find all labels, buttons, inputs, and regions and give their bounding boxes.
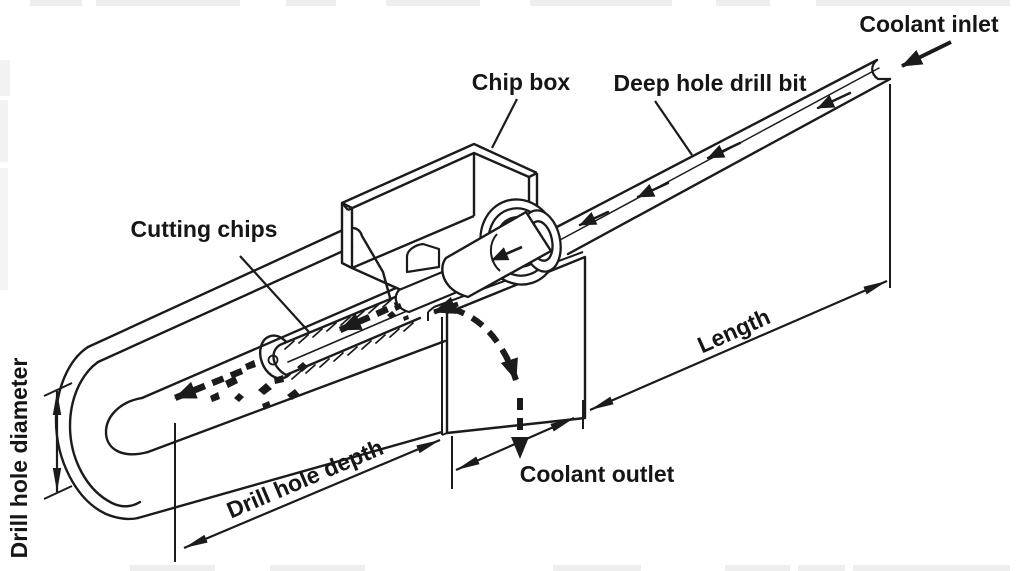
leader-cutting-chips xyxy=(239,255,310,333)
label-length: Length xyxy=(693,303,774,358)
workpiece-top-strip xyxy=(96,245,354,364)
chip-box-wall-end xyxy=(340,201,354,270)
dim-length xyxy=(589,279,888,412)
outlet-arrow-left xyxy=(433,296,459,315)
workpiece xyxy=(54,226,447,521)
chip-box-right-wall xyxy=(527,173,539,230)
cutting-chips-group xyxy=(173,298,408,410)
deep-hole-drill-bit xyxy=(551,58,892,256)
label-coolant-outlet: Coolant outlet xyxy=(520,461,675,487)
chip-box-rim-outer xyxy=(341,142,538,205)
chips-flow-arrow-inner xyxy=(338,298,408,333)
label-chip-box: Chip box xyxy=(472,69,571,95)
bushing-joint xyxy=(490,233,501,272)
coolant-flow-arrows xyxy=(578,91,852,227)
drill-bushing xyxy=(441,210,553,299)
label-drill-bit: Deep hole drill bit xyxy=(614,70,807,96)
label-drill-hole-depth: Drill hole depth xyxy=(223,434,387,523)
chip-fragments xyxy=(210,360,308,410)
coolant-inlet-arrow xyxy=(901,40,952,68)
label-coolant-inlet: Coolant inlet xyxy=(859,11,999,37)
workpiece-bore-entrance xyxy=(104,396,150,456)
exit-chips xyxy=(387,303,409,321)
leader-lines xyxy=(239,98,693,333)
chip-hatch-bottom xyxy=(291,322,414,380)
bushing-flow-arrow xyxy=(491,245,523,262)
workpiece-end-outer xyxy=(54,345,140,521)
label-cutting-chips: Cutting chips xyxy=(131,216,278,242)
chip-box-rim-caps xyxy=(341,171,538,211)
channel-upper-rim xyxy=(140,286,398,400)
dim-outlet xyxy=(455,416,575,472)
chips-flow-arrow-outer xyxy=(173,367,244,402)
drill-tube-edges xyxy=(551,58,892,256)
drill-tip-hole xyxy=(267,354,279,366)
chip-box-interior xyxy=(351,153,476,270)
guide-block xyxy=(405,242,441,274)
workpiece-end-annulus xyxy=(68,360,142,508)
dimensions xyxy=(43,84,891,562)
fixture-block-left-edge xyxy=(441,317,448,436)
outlet-arrow-curve xyxy=(451,306,519,381)
leader-chip-box xyxy=(491,98,518,149)
label-drill-hole-diameter: Drill hole diameter xyxy=(6,358,32,559)
leader-drill-bit xyxy=(654,100,693,156)
ext-ticks-diameter xyxy=(43,382,73,500)
dim-depth xyxy=(183,438,441,550)
